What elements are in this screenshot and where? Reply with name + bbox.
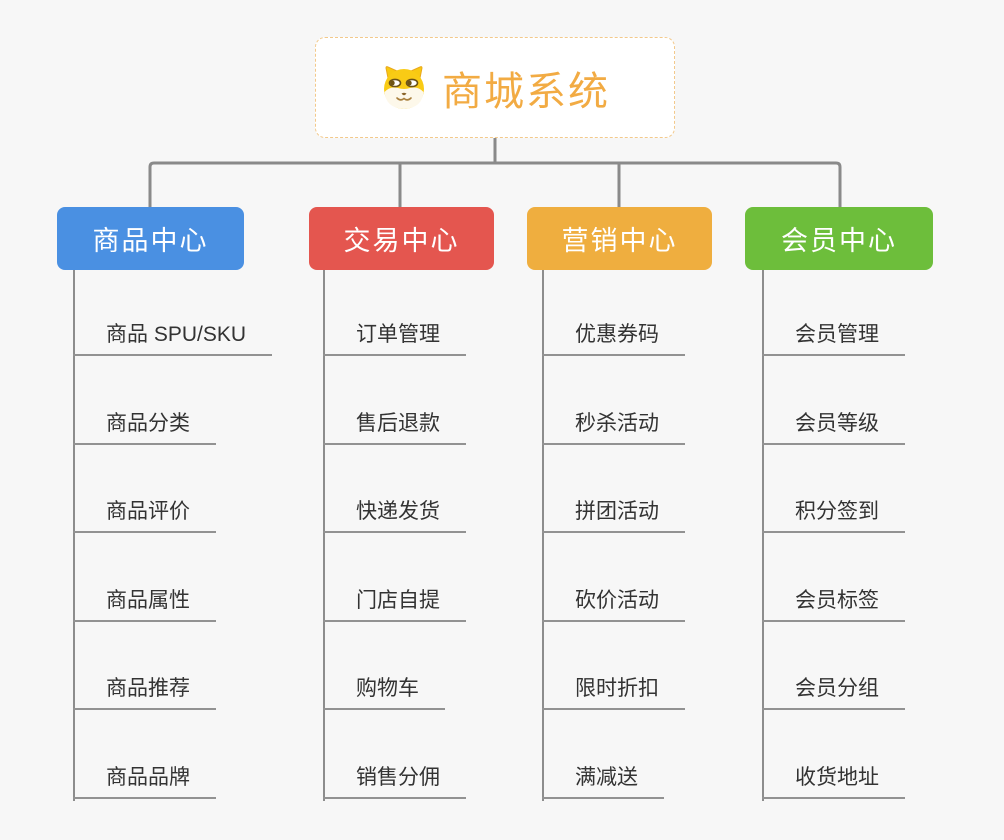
branch-header-member-center[interactable]: 会员中心 [745, 207, 933, 270]
leaf-topic[interactable]: 砍价活动 [542, 587, 685, 622]
branch-header-trade-center[interactable]: 交易中心 [309, 207, 494, 270]
leaf-topic[interactable]: 满减送 [542, 764, 664, 799]
leaf-topic[interactable]: 限时折扣 [542, 675, 685, 711]
leaf-topic[interactable]: 秒杀活动 [542, 410, 685, 445]
root-topic[interactable]: 商城系统 [315, 37, 675, 138]
leaf-topic[interactable]: 商品 SPU/SKU [73, 321, 273, 356]
leaf-topic[interactable]: 售后退款 [323, 410, 466, 445]
leaf-topic[interactable]: 会员分组 [762, 675, 905, 711]
branch-header-marketing-center[interactable]: 营销中心 [527, 207, 712, 270]
dog-face-icon [380, 64, 428, 112]
leaf-topic[interactable]: 商品评价 [73, 498, 216, 534]
branch-trunk-line [542, 270, 544, 801]
leaf-topic[interactable]: 积分签到 [762, 498, 905, 534]
leaf-topic[interactable]: 会员管理 [762, 321, 905, 356]
branch-trunk-line [73, 270, 75, 801]
leaf-topic[interactable]: 商品品牌 [73, 764, 216, 799]
leaf-topic[interactable]: 商品推荐 [73, 675, 216, 711]
branch-column-product-center: 商品 SPU/SKU 商品分类商品评价商品属性商品推荐商品品牌 [73, 270, 323, 801]
leaf-topic[interactable]: 销售分佣 [323, 764, 466, 799]
leaf-topic[interactable]: 订单管理 [323, 321, 466, 356]
leaf-topic[interactable]: 会员标签 [762, 587, 905, 622]
leaf-topic[interactable]: 快递发货 [323, 498, 466, 534]
root-topic-title: 商城系统 [442, 69, 610, 114]
leaf-topic[interactable]: 优惠券码 [542, 321, 685, 356]
leaf-topic[interactable]: 门店自提 [323, 587, 466, 622]
branch-column-trade-center: 订单管理售后退款快递发货门店自提购物车销售分佣 [323, 270, 573, 801]
leaf-topic[interactable]: 会员等级 [762, 410, 905, 445]
branch-column-member-center: 会员管理会员等级积分签到会员标签会员分组收货地址 [762, 270, 1004, 801]
leaf-topic[interactable]: 收货地址 [762, 764, 905, 799]
branch-header-product-center[interactable]: 商品中心 [57, 207, 244, 270]
branch-trunk-line [762, 270, 764, 801]
leaf-topic[interactable]: 商品属性 [73, 587, 216, 622]
branch-trunk-line [323, 270, 325, 801]
leaf-topic[interactable]: 拼团活动 [542, 498, 685, 534]
leaf-topic[interactable]: 商品分类 [73, 410, 216, 445]
leaf-topic[interactable]: 购物车 [323, 675, 445, 711]
branch-column-marketing-center: 优惠券码秒杀活动拼团活动砍价活动限时折扣满减送 [542, 270, 792, 801]
